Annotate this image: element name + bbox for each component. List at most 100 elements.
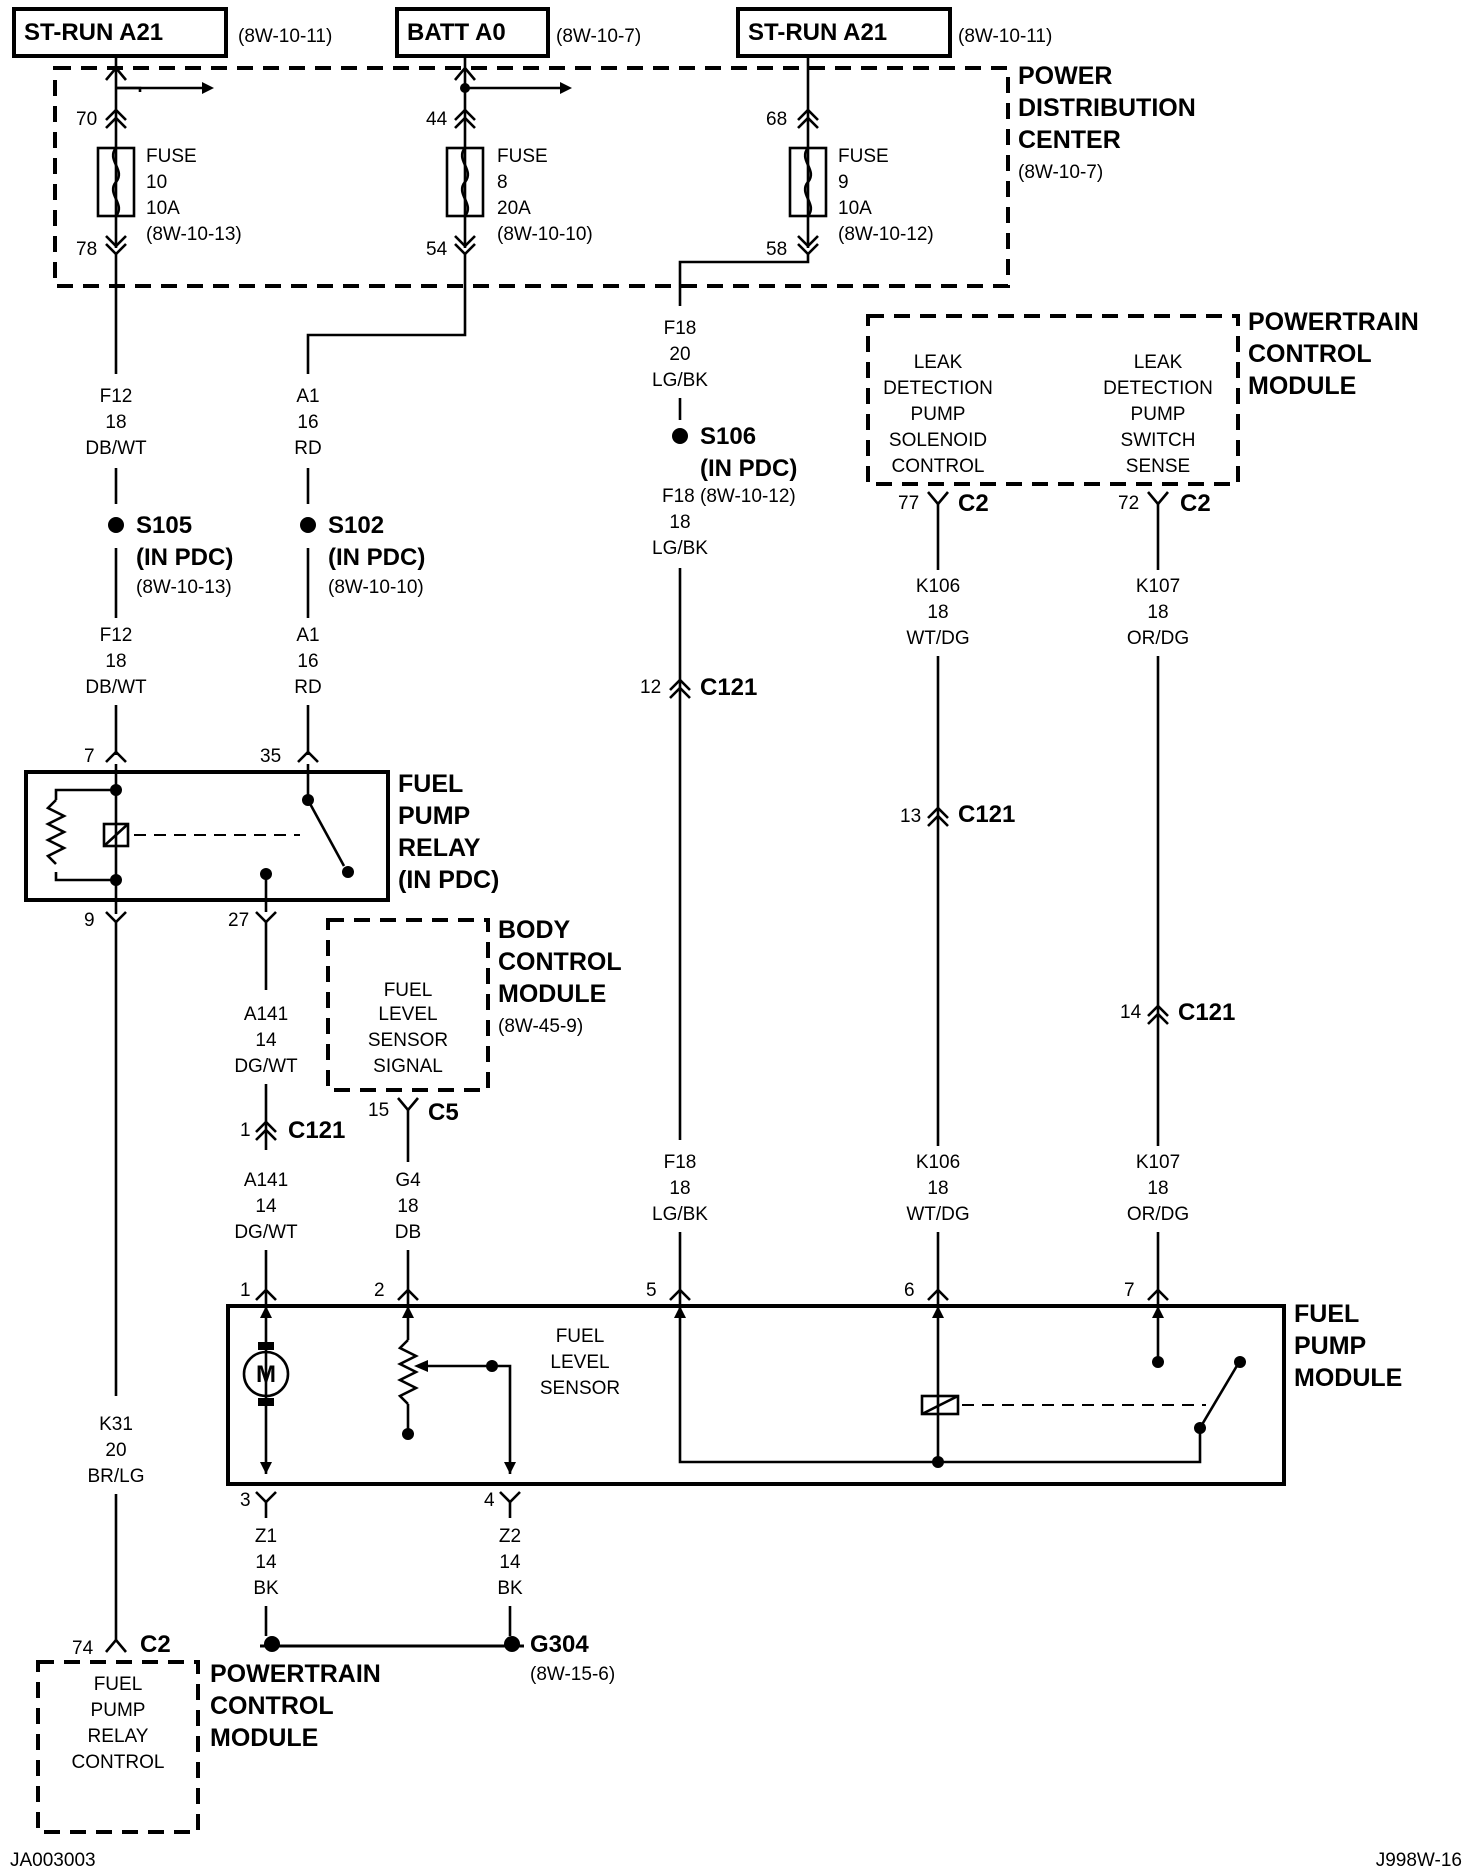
splice-s102: S102 (IN PDC) (8W-10-10) [328,512,425,598]
svg-text:ST-RUN A21: ST-RUN A21 [748,19,887,46]
svg-text:K107: K107 [1136,1152,1180,1173]
svg-text:20A: 20A [497,198,531,219]
svg-text:A141: A141 [244,1004,288,1025]
svg-text:(IN PDC): (IN PDC) [398,866,499,894]
svg-text:FUEL: FUEL [398,770,463,798]
svg-text:DETECTION: DETECTION [883,378,993,399]
svg-text:14: 14 [255,1552,277,1573]
svg-text:(8W-10-7): (8W-10-7) [1018,162,1103,183]
svg-text:74: 74 [72,1638,94,1659]
svg-text:C121: C121 [288,1117,345,1144]
svg-text:(8W-15-6): (8W-15-6) [530,1664,615,1685]
svg-text:13: 13 [900,806,921,827]
svg-text:MODULE: MODULE [210,1724,318,1752]
svg-text:SWITCH: SWITCH [1121,430,1196,451]
svg-text:WT/DG: WT/DG [906,628,969,649]
fuel-pump-relay: 7 35 FUEL PUMP RELAY (IN PDC) 9 27 [24,746,499,931]
svg-text:(IN PDC): (IN PDC) [136,544,233,571]
footer-code-right: J998W-16 [1376,1850,1462,1871]
svg-text:C121: C121 [1178,999,1235,1026]
svg-text:1: 1 [240,1120,251,1141]
svg-text:77: 77 [898,493,919,514]
svg-text:SOLENOID: SOLENOID [889,430,987,451]
svg-text:35: 35 [260,746,281,767]
fuse-10: 70 78 FUSE 10 10A (8W-10-13) [76,56,242,260]
svg-text:C121: C121 [700,674,757,701]
splice-s105: S105 (IN PDC) (8W-10-13) [136,512,233,598]
svg-text:F12: F12 [100,386,133,407]
svg-text:18: 18 [927,602,948,623]
svg-text:FUEL: FUEL [384,980,433,1001]
svg-text:PUMP: PUMP [1294,1332,1366,1360]
svg-text:PUMP: PUMP [91,1700,146,1721]
svg-text:POWERTRAIN: POWERTRAIN [1248,308,1419,336]
svg-text:S106: S106 [700,423,756,450]
svg-text:PUMP: PUMP [911,404,966,425]
svg-text:CONTROL: CONTROL [498,948,622,976]
svg-text:BK: BK [253,1578,279,1599]
svg-text:20: 20 [669,344,690,365]
svg-text:14: 14 [255,1196,277,1217]
ground-g304: G304 (8W-15-6) [260,1631,615,1685]
svg-text:18: 18 [1147,1178,1168,1199]
svg-text:K31: K31 [99,1414,133,1435]
svg-text:DB/WT: DB/WT [85,438,147,459]
svg-text:RELAY: RELAY [88,1726,149,1747]
source-batt: BATT A0 (8W-10-7) [395,7,641,58]
svg-text:BODY: BODY [498,916,571,944]
svg-text:MODULE: MODULE [1294,1364,1402,1392]
svg-text:20: 20 [105,1440,126,1461]
svg-text:(8W-10-11): (8W-10-11) [238,26,332,47]
pcm-top: POWERTRAIN CONTROL MODULE LEAK DETECTION… [866,308,1419,517]
svg-text:(8W-45-9): (8W-45-9) [498,1016,583,1037]
svg-text:5: 5 [646,1280,657,1301]
svg-text:LG/BK: LG/BK [652,370,708,391]
svg-text:14: 14 [255,1030,277,1051]
svg-text:ST-RUN A21: ST-RUN A21 [24,19,163,46]
svg-text:(8W-10-11): (8W-10-11) [958,26,1052,47]
footer-code-left: JA003003 [10,1850,96,1871]
svg-text:SENSOR: SENSOR [540,1378,620,1399]
svg-text:Z1: Z1 [255,1526,277,1547]
svg-text:G4: G4 [395,1170,421,1191]
svg-text:1: 1 [240,1280,251,1301]
svg-text:(8W-10-10): (8W-10-10) [497,224,593,245]
svg-text:G304: G304 [530,1631,589,1658]
svg-text:POWER: POWER [1018,62,1112,90]
svg-text:LG/BK: LG/BK [652,1204,708,1225]
wire-k107: K107 18 OR/DG 14 C121 K107 18 OR/DG [1120,504,1235,1290]
svg-text:RELAY: RELAY [398,834,481,862]
svg-text:FUSE: FUSE [146,146,197,167]
fuel-pump-module: 1 2 5 6 7 FUEL PUMP MODULE M FUEL LEVE [226,1280,1402,1511]
svg-text:14: 14 [1120,1002,1142,1023]
wire-k31: K31 20 BR/LG [87,922,145,1640]
svg-text:CONTROL: CONTROL [72,1752,165,1773]
svg-text:BATT A0: BATT A0 [407,19,506,46]
svg-text:K106: K106 [916,576,960,597]
svg-text:9: 9 [838,172,849,193]
body-control-module: BODY CONTROL MODULE (8W-45-9) FUEL LEVEL… [326,916,622,1126]
svg-text:CENTER: CENTER [1018,126,1121,154]
svg-text:(8W-10-7): (8W-10-7) [556,26,641,47]
svg-text:18: 18 [105,412,126,433]
svg-text:LEAK: LEAK [914,352,963,373]
svg-text:S105: S105 [136,512,192,539]
fuse-9: 68 58 FUSE 9 10A (8W-10-12) [766,56,934,260]
svg-text:F18: F18 [664,1152,697,1173]
splice-s106: S106 (IN PDC) [700,423,797,482]
svg-text:LEAK: LEAK [1134,352,1183,373]
svg-text:C2: C2 [140,1631,171,1658]
svg-text:FUEL: FUEL [1294,1300,1359,1328]
svg-text:PUMP: PUMP [1131,404,1186,425]
svg-text:SENSOR: SENSOR [368,1030,448,1051]
svg-text:10: 10 [146,172,167,193]
svg-text:FUSE: FUSE [497,146,548,167]
svg-text:LEVEL: LEVEL [378,1004,437,1025]
svg-text:18: 18 [927,1178,948,1199]
svg-text:3: 3 [240,1490,251,1511]
svg-text:54: 54 [426,239,448,260]
svg-text:DB/WT: DB/WT [85,677,147,698]
svg-text:15: 15 [368,1100,389,1121]
svg-text:7: 7 [84,746,95,767]
svg-text:RD: RD [294,677,321,698]
